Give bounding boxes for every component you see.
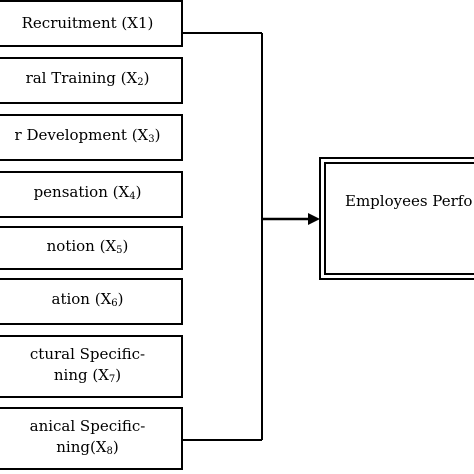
input-box-x2: ral Training (X2)	[0, 57, 183, 104]
outcome-label: Employees Perfo	[345, 192, 473, 210]
input-box-x8: anical Specific- ning(X8)	[0, 407, 183, 470]
input-label-x3: r Development (X3)	[14, 126, 161, 145]
input-label-x6: ation (X6)	[51, 290, 124, 309]
input-label-x1: Recruitment (X1)	[21, 14, 154, 32]
input-label-x8-line2: ning(X8)	[56, 437, 119, 457]
input-box-x3: r Development (X3)	[0, 114, 183, 161]
input-label-x7-line1: ctural Specific-	[29, 344, 146, 363]
arrow-head-icon	[308, 213, 320, 225]
outcome-box: Employees Perfo	[319, 157, 474, 280]
input-box-x7: ctural Specific- ning (X7)	[0, 335, 183, 398]
input-label-x8-line1: anical Specific-	[29, 416, 146, 435]
input-label-x2: ral Training (X2)	[25, 69, 150, 88]
input-label-x5: notion (X5)	[46, 236, 129, 256]
input-box-x6: ation (X6)	[0, 278, 183, 325]
input-label-x7-line2: ning (X7)	[53, 365, 122, 385]
input-box-x1: Recruitment (X1)	[0, 0, 183, 47]
input-box-x4: pensation (X4)	[0, 171, 183, 218]
input-label-x4: pensation (X4)	[33, 183, 142, 202]
input-box-x5: notion (X5)	[0, 226, 183, 270]
outcome-box-inner-border	[324, 162, 474, 275]
